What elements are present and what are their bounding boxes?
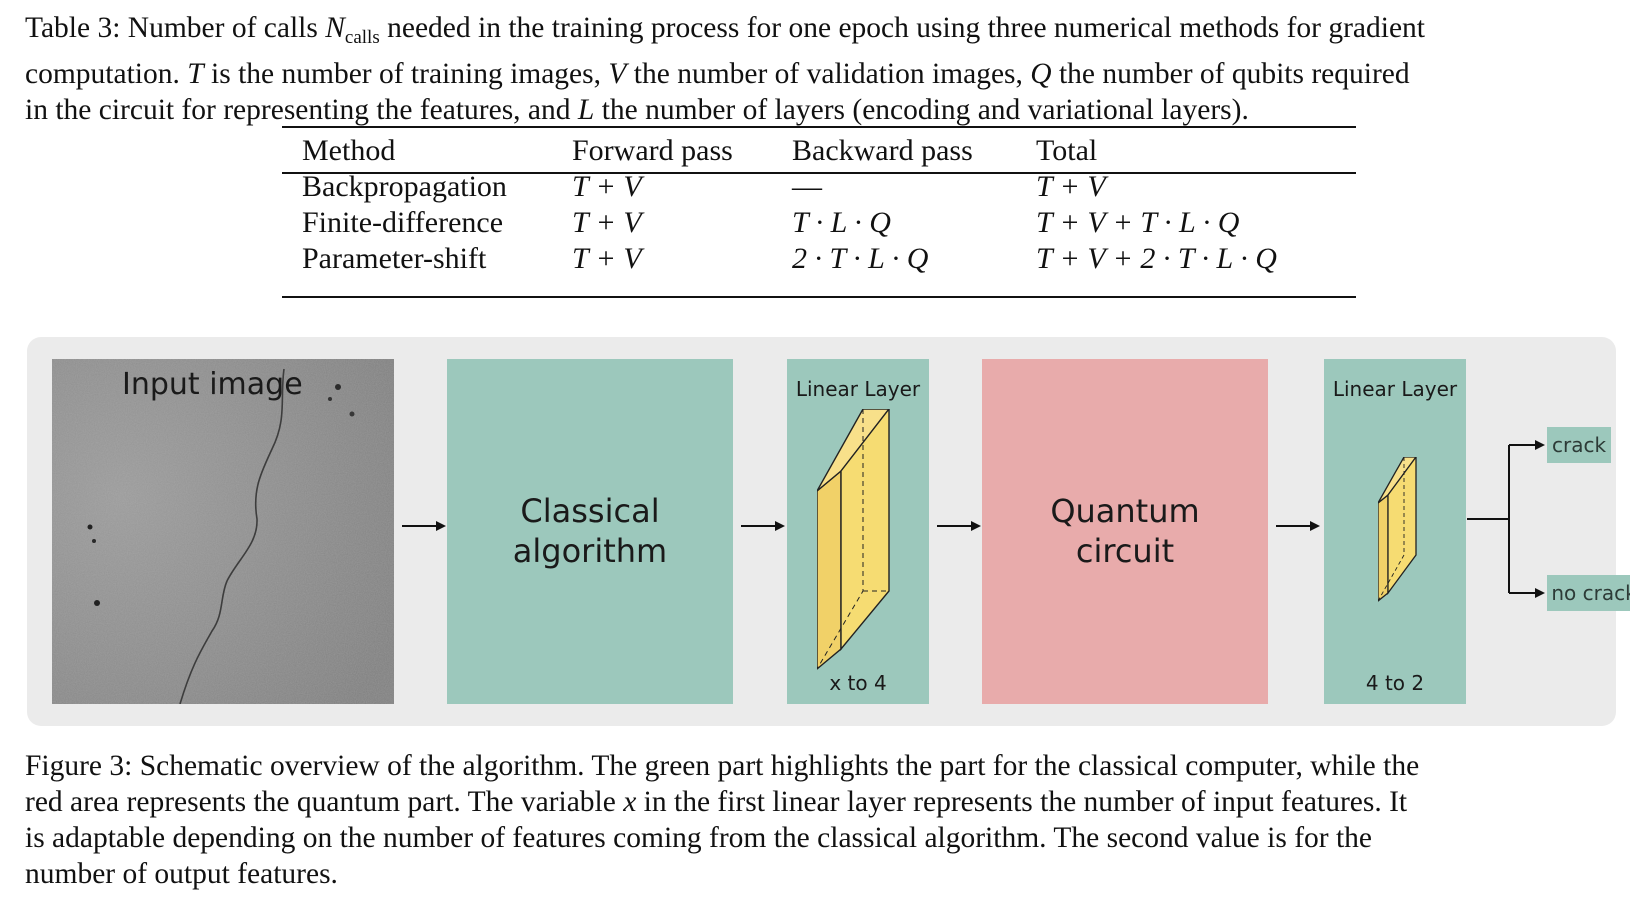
figure-caption-line-1: Figure 3: Schematic overview of the algo… — [25, 750, 1420, 782]
row-3-method: Parameter-shift — [302, 242, 487, 275]
figure-caption-line-4: number of output features. — [25, 858, 338, 890]
linear-layer-2-size: 4 to 2 — [1365, 671, 1425, 695]
row-1-total: T + V — [1036, 170, 1106, 203]
row-2-forward: T + V — [572, 206, 642, 239]
row-2-backward: T · L · Q — [792, 206, 891, 239]
row-1-forward: T + V — [572, 170, 642, 203]
table-mid-rule — [282, 172, 1356, 174]
header-total: Total — [1036, 134, 1098, 167]
arrow-icon — [1276, 521, 1320, 531]
figure-caption: Figure 3: Schematic overview of the algo… — [25, 748, 1615, 892]
linear-layer-2-block: Linear Layer 4 to 2 — [1324, 359, 1466, 704]
input-image: Input image — [52, 359, 394, 704]
classical-label-line-1: Classical — [520, 492, 660, 530]
figure-panel: Input image Classical algorithm Linear L… — [27, 337, 1630, 726]
n-calls-symbol: Ncalls — [325, 12, 380, 48]
row-3-forward: T + V — [572, 242, 642, 275]
quantum-label-line-2: circuit — [1075, 532, 1175, 570]
arrow-icon — [937, 521, 981, 531]
classical-algorithm-block: Classical algorithm — [447, 359, 733, 704]
row-2-total: T + V + T · L · Q — [1036, 206, 1240, 239]
arrow-icon — [402, 521, 446, 531]
concrete-texture — [52, 359, 394, 704]
table-top-rule — [282, 126, 1356, 128]
table-caption-line-2: computation. T is the number of training… — [25, 58, 1410, 90]
header-forward: Forward pass — [572, 134, 733, 167]
linear-layer-1-size: x to 4 — [829, 671, 887, 695]
arrow-icon — [741, 521, 785, 531]
table-caption: Table 3: Number of calls Ncalls needed i… — [25, 10, 1615, 128]
row-3-total: T + V + 2 · T · L · Q — [1036, 242, 1277, 275]
layer-slab-small-icon — [1378, 457, 1417, 602]
table-caption-line-3: in the circuit for representing the feat… — [25, 94, 1249, 126]
header-method: Method — [302, 134, 396, 167]
table-bottom-rule — [282, 296, 1356, 298]
figure-caption-line-2: red area represents the quantum part. Th… — [25, 786, 1408, 818]
row-3-backward: 2 · T · L · Q — [792, 242, 929, 275]
layer-slab-icon — [817, 409, 890, 670]
classical-label-line-2: algorithm — [512, 532, 668, 570]
row-2-method: Finite-difference — [302, 206, 504, 239]
linear-layer-1-title: Linear Layer — [795, 377, 921, 401]
table-caption-line-1: Table 3: Number of calls Ncalls needed i… — [25, 12, 1425, 48]
output-no-crack-label: no crack — [1547, 575, 1630, 611]
header-backward: Backward pass — [792, 134, 973, 167]
output-crack-label: crack — [1547, 427, 1611, 463]
quantum-circuit-block: Quantum circuit — [982, 359, 1268, 704]
quantum-label-line-1: Quantum — [1050, 492, 1200, 530]
crack-line — [179, 368, 285, 704]
row-1-method: Backpropagation — [302, 170, 507, 203]
linear-layer-1-block: Linear Layer x to 4 — [787, 359, 929, 704]
figure-caption-line-3: is adaptable depending on the number of … — [25, 822, 1373, 854]
output-branch-icon — [1467, 440, 1545, 598]
input-image-label: Input image — [122, 367, 303, 402]
row-1-backward: — — [792, 170, 822, 203]
linear-layer-2-title: Linear Layer — [1332, 377, 1458, 401]
